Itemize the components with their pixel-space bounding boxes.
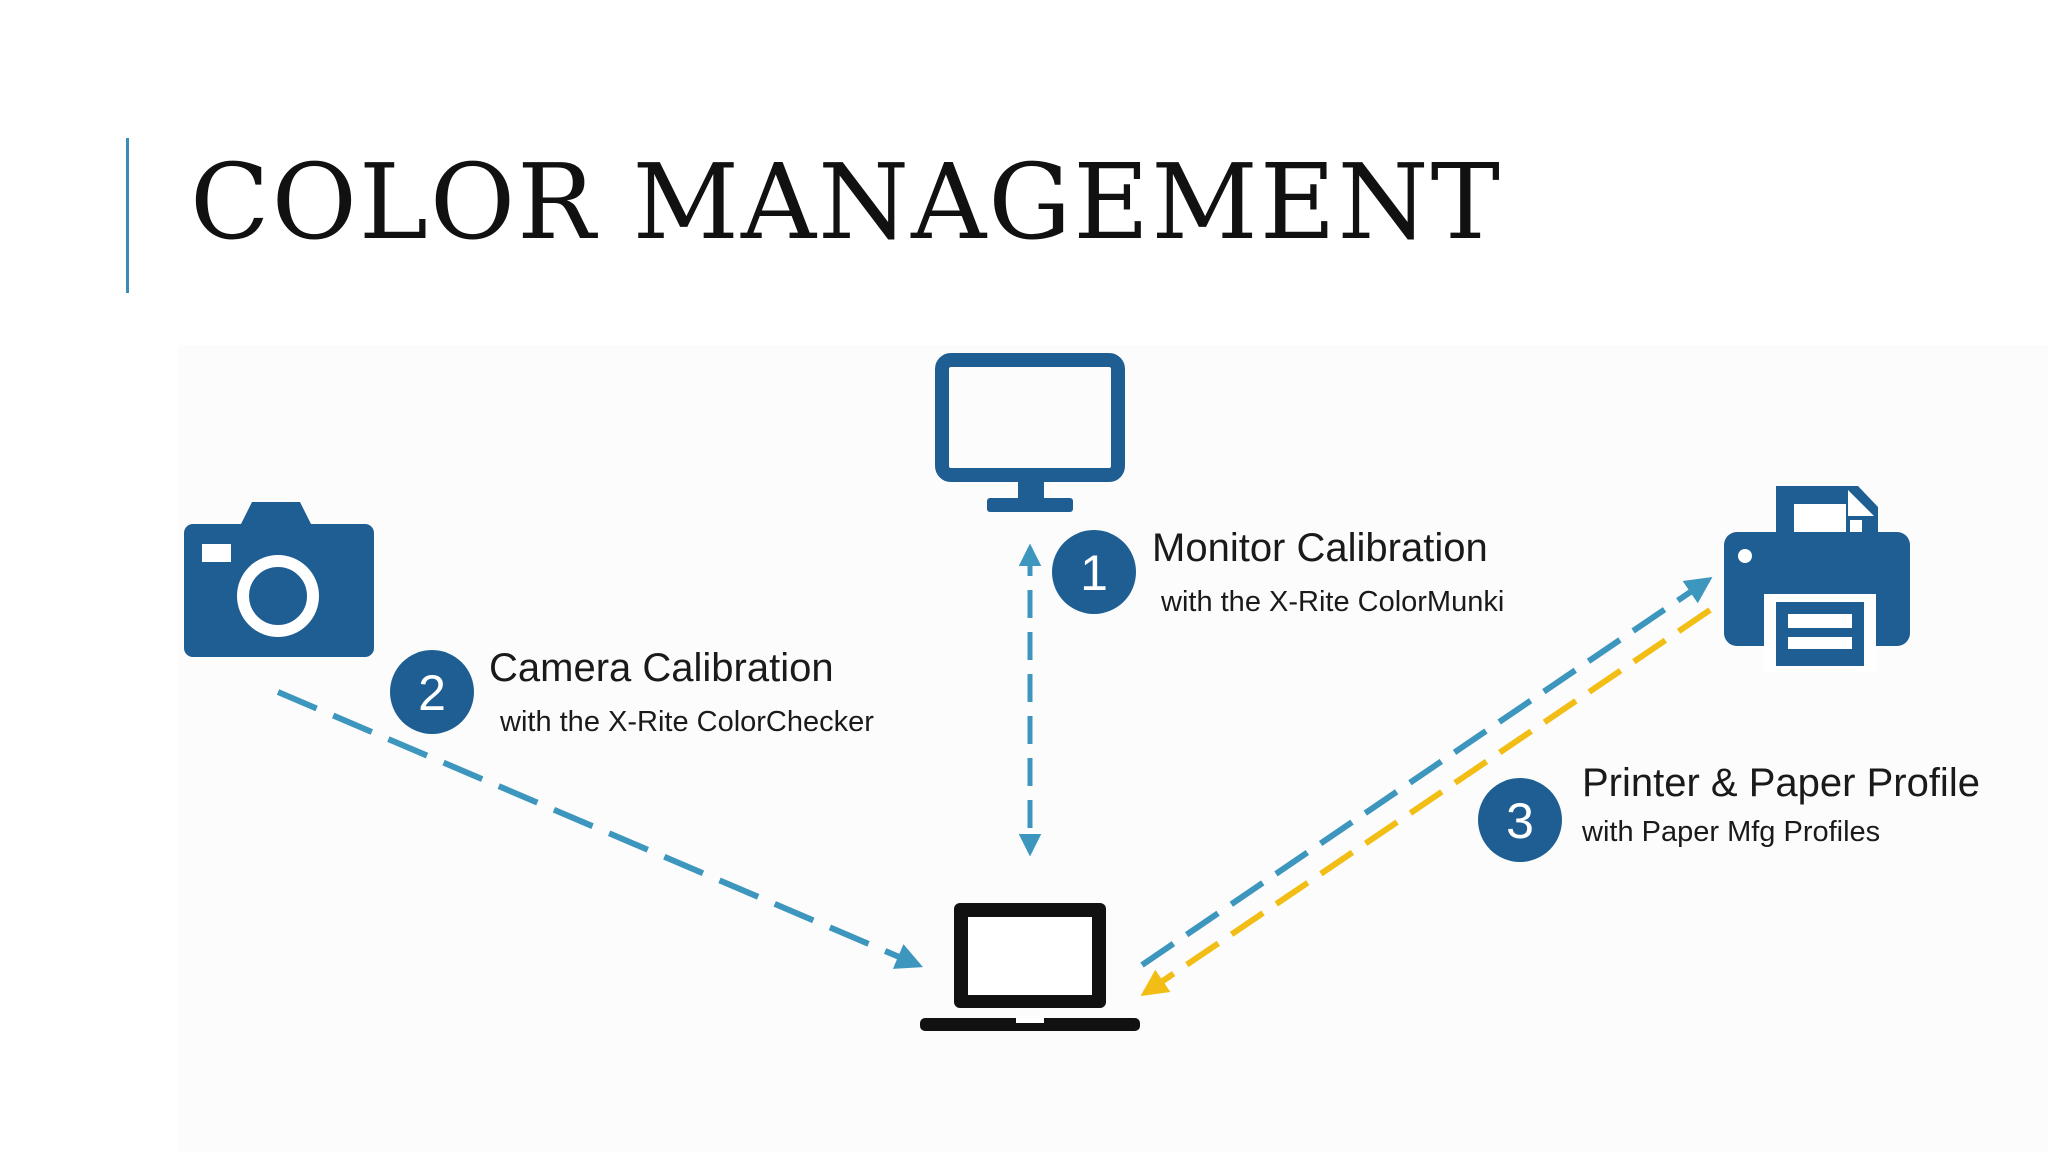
step-3-sublabel: with Paper Mfg Profiles [1581, 816, 1880, 848]
step-badge-2: 2 [390, 650, 474, 734]
step-2-sublabel: with the X-Rite ColorChecker [499, 706, 874, 738]
step-number-3: 3 [1506, 793, 1534, 849]
step-number-2: 2 [418, 665, 446, 721]
step-badge-3: 3 [1478, 778, 1562, 862]
step-1-label: Monitor Calibration [1152, 526, 1488, 570]
laptop-to-printer-arrow [1140, 576, 1713, 968]
slide-title: COLOR MANAGEMENT [190, 141, 1502, 263]
laptop-icon [920, 903, 1140, 1031]
title-accent-bar [126, 138, 129, 293]
step-3-label: Printer & Paper Profile [1582, 761, 1980, 805]
printer-to-laptop-arrow [1140, 607, 1712, 997]
step-number-1: 1 [1080, 545, 1108, 601]
step-badge-1: 1 [1052, 530, 1136, 614]
step-2-label: Camera Calibration [489, 646, 834, 690]
monitor-icon [935, 353, 1125, 512]
printer-icon [1724, 486, 1910, 672]
step-1-sublabel: with the X-Rite ColorMunki [1160, 586, 1504, 618]
camera-icon [184, 502, 374, 657]
camera-to-laptop-arrow [276, 689, 923, 969]
